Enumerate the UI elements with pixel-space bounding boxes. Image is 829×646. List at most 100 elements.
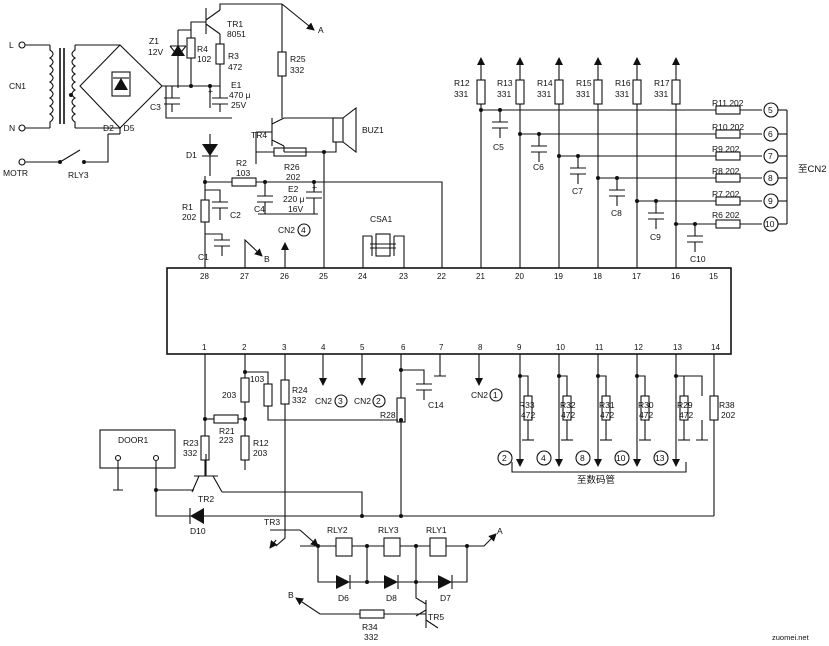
- segment-capacitor: [492, 110, 508, 138]
- svg-text:CN1: CN1: [9, 81, 26, 91]
- svg-text:332: 332: [292, 395, 306, 405]
- svg-text:C14: C14: [428, 400, 444, 410]
- ic-pin-bottom: 3: [282, 343, 287, 352]
- ic-pin-top: 22: [437, 272, 446, 281]
- segment-capacitor: [609, 178, 625, 206]
- svg-text:A: A: [497, 526, 503, 536]
- svg-text:R13: R13: [497, 78, 513, 88]
- svg-text:R34: R34: [362, 622, 378, 632]
- segment-pullup-resistor: [593, 79, 603, 105]
- svg-text:R9 202: R9 202: [712, 144, 740, 154]
- svg-text:332: 332: [290, 65, 304, 75]
- svg-text:472: 472: [228, 62, 242, 72]
- junction: [654, 199, 658, 203]
- svg-text:C7: C7: [572, 186, 583, 196]
- svg-text:CN2: CN2: [471, 390, 488, 400]
- svg-text:202: 202: [721, 410, 735, 420]
- svg-text:331: 331: [654, 89, 668, 99]
- display-pin-number: 8: [580, 453, 585, 463]
- svg-text:CSA1: CSA1: [370, 214, 392, 224]
- svg-text:223: 223: [219, 435, 233, 445]
- segment-series-resistor: [715, 105, 741, 115]
- svg-text:331: 331: [576, 89, 590, 99]
- svg-text:R11 202: R11 202: [712, 98, 744, 108]
- display-pin-circle: [575, 450, 591, 466]
- digit-network: [511, 354, 719, 516]
- ic-pin-top: 23: [399, 272, 408, 281]
- svg-text:D8: D8: [386, 593, 397, 603]
- svg-text:C10: C10: [690, 254, 706, 264]
- junction: [596, 374, 600, 378]
- svg-text:L: L: [9, 40, 14, 50]
- svg-text:RLY3: RLY3: [68, 170, 89, 180]
- svg-text:103: 103: [236, 168, 250, 178]
- ic-pin-top: 18: [593, 272, 602, 281]
- svg-text:RLY1: RLY1: [426, 525, 447, 535]
- svg-text:R28: R28: [380, 410, 396, 420]
- cn2-pin-number: 9: [768, 196, 773, 206]
- svg-text:CN2: CN2: [315, 396, 332, 406]
- svg-text:1: 1: [493, 390, 498, 400]
- svg-text:TR3: TR3: [264, 517, 280, 527]
- svg-text:R29: R29: [677, 400, 693, 410]
- digit-pulldown-resistor: [562, 395, 572, 421]
- junction: [596, 176, 600, 180]
- svg-text:TR1: TR1: [227, 19, 243, 29]
- junction: [498, 108, 502, 112]
- svg-text:E2: E2: [288, 184, 299, 194]
- svg-text:+: +: [208, 86, 213, 96]
- svg-text:R31: R31: [599, 400, 615, 410]
- digit-wire: [558, 354, 568, 458]
- svg-text:R4: R4: [197, 44, 208, 54]
- svg-text:至数码管: 至数码管: [577, 474, 615, 486]
- svg-text:R16: R16: [615, 78, 631, 88]
- display-pin-number: 2: [502, 453, 507, 463]
- svg-text:R33: R33: [519, 400, 535, 410]
- svg-text:B: B: [288, 590, 294, 600]
- digit-pulldown-resistor: [679, 395, 689, 421]
- svg-text:E1: E1: [231, 80, 242, 90]
- ic-pin-bottom: 8: [478, 343, 483, 352]
- cn2-pin-circle: [763, 216, 779, 232]
- ic-pin-bottom: 4: [321, 343, 326, 352]
- relay-section: TR3 RLY2 RLY3 RLY1 A D6 D8 D7 B R3: [264, 517, 503, 642]
- svg-text:C5: C5: [493, 142, 504, 152]
- ic-pin-bottom: 10: [556, 343, 565, 352]
- svg-text:C3: C3: [150, 102, 161, 112]
- svg-text:472: 472: [679, 410, 693, 420]
- segment-capacitor: [648, 201, 664, 229]
- rc-network-top: R1 202 R2 103 C4 + E2 220 μ 16V C2 C1 B …: [182, 152, 443, 268]
- svg-text:DOOR1: DOOR1: [118, 435, 149, 445]
- r29-branch: [676, 375, 708, 441]
- segment-pullup-resistor: [476, 79, 486, 105]
- display-bracket: [511, 462, 687, 473]
- ic-pin-bottom: 6: [401, 343, 406, 352]
- door-section: DOOR1 TR2 R23 332 R21 223 203 R12 203 1: [99, 354, 714, 536]
- svg-text:220 μ: 220 μ: [283, 194, 305, 204]
- svg-text:R14: R14: [537, 78, 553, 88]
- svg-text:D7: D7: [440, 593, 451, 603]
- ic-pin-top: 20: [515, 272, 524, 281]
- svg-text:+: +: [312, 182, 317, 192]
- ic-pin-top: 26: [280, 272, 289, 281]
- svg-text:R3: R3: [228, 51, 239, 61]
- svg-text:472: 472: [600, 410, 614, 420]
- segment-pullup-resistor: [554, 79, 564, 105]
- svg-text:331: 331: [537, 89, 551, 99]
- cn2-pin-circle: [763, 102, 779, 118]
- cn2-pin-circle: [763, 126, 779, 142]
- svg-text:472: 472: [521, 410, 535, 420]
- svg-text:R23: R23: [183, 438, 199, 448]
- ic-pin-bottom: 5: [360, 343, 365, 352]
- svg-text:R30: R30: [638, 400, 654, 410]
- cn2-pin-number: 10: [765, 219, 775, 229]
- svg-text:12V: 12V: [148, 47, 163, 57]
- svg-text:4: 4: [301, 225, 306, 235]
- cn2-pin-number: 6: [768, 129, 773, 139]
- display-pin-circle: [653, 450, 669, 466]
- ic-pin-bottom: 7: [439, 343, 444, 352]
